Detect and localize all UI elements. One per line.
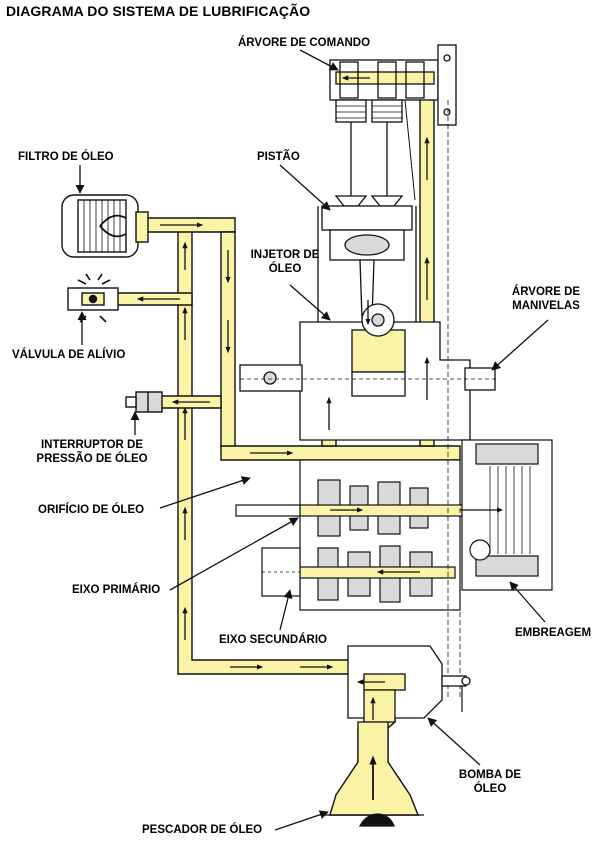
flow-arrows xyxy=(136,75,504,800)
crankcase xyxy=(239,303,498,441)
label-crankshaft: ÁRVORE DE MANIVELAS xyxy=(500,285,592,313)
oil-filter xyxy=(61,194,149,258)
leader-mainshaft xyxy=(169,517,299,591)
label-oil-pump-line2: ÓLEO xyxy=(473,783,507,795)
leader-lines xyxy=(75,49,549,831)
label-pressure-switch: INTERRUPTOR DE PRESSÃO DE ÓLEO xyxy=(28,438,156,466)
relief-valve xyxy=(67,273,119,323)
label-oil-orifice: ORIFÍCIO DE ÓLEO xyxy=(38,504,145,516)
transmission xyxy=(235,459,546,611)
label-oil-pump: BOMBA DE ÓLEO xyxy=(450,768,530,796)
oil-strainer xyxy=(322,721,424,827)
leader-camshaft xyxy=(299,49,339,71)
label-oil-jet-line1: INJETOR DE xyxy=(250,249,320,261)
piston-assembly xyxy=(317,205,417,330)
leader-strainer xyxy=(274,810,329,831)
label-pressure-switch-line1: INTERRUPTOR DE xyxy=(40,439,144,451)
label-countershaft: EIXO SECUNDÁRIO xyxy=(219,634,327,646)
leader-crankshaft xyxy=(491,319,549,371)
label-relief-valve: VÁLVULA DE ALÍVIO xyxy=(12,349,126,361)
label-oil-filter: FILTRO DE ÓLEO xyxy=(18,151,114,163)
oil-pump xyxy=(347,645,471,723)
label-clutch: EMBREAGEM xyxy=(515,627,592,639)
label-mainshaft: EIXO PRIMÁRIO xyxy=(72,584,161,596)
label-piston: PISTÃO xyxy=(257,151,300,163)
diagram-title: DIAGRAMA DO SISTEMA DE LUBRIFICAÇÃO xyxy=(6,3,311,19)
camshaft-assembly xyxy=(329,44,457,207)
label-crankshaft-line2: MANIVELAS xyxy=(512,300,580,312)
leader-oil-pump xyxy=(427,717,481,766)
leader-oil-jet xyxy=(289,284,331,321)
label-pressure-switch-line2: PRESSÃO DE ÓLEO xyxy=(36,453,148,465)
label-crankshaft-line1: ÁRVORE DE xyxy=(511,286,581,298)
label-camshaft: ÁRVORE DE COMANDO xyxy=(238,37,371,49)
leader-countershaft xyxy=(279,589,293,631)
oil-pressure-switch xyxy=(125,391,163,413)
label-oil-jet-line2: ÓLEO xyxy=(268,263,302,275)
leader-oil-orifice xyxy=(159,476,251,509)
label-oil-pump-line1: BOMBA DE xyxy=(458,769,522,781)
label-strainer: PESCADOR DE ÓLEO xyxy=(142,824,263,836)
leader-clutch xyxy=(509,581,546,623)
leader-piston xyxy=(279,164,331,211)
label-oil-jet: INJETOR DE ÓLEO xyxy=(245,248,325,276)
clutch xyxy=(447,100,553,700)
